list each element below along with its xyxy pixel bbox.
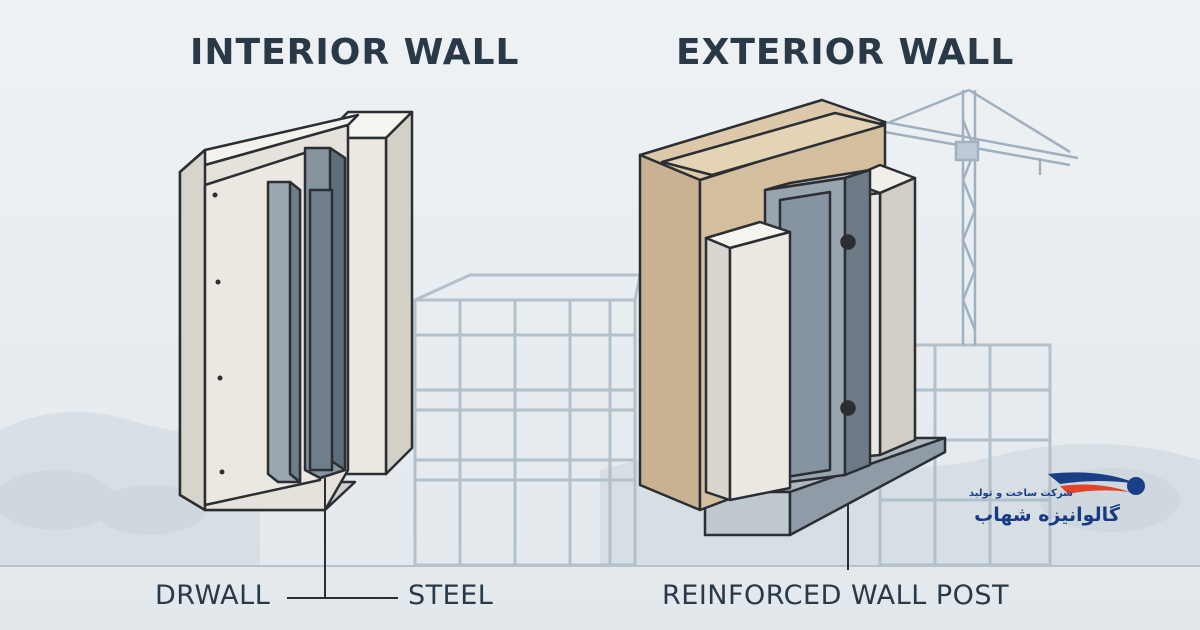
exterior-wall xyxy=(638,98,947,537)
company-logo: شرکت ساخت و تولید گالوانیزه شهاب xyxy=(965,474,1150,538)
leader-lines xyxy=(287,478,849,599)
background-crane xyxy=(884,88,1079,345)
interior-wall-title: INTERIOR WALL xyxy=(190,32,520,73)
background-bushes xyxy=(0,468,1180,535)
logo-swoosh xyxy=(1048,472,1145,495)
logo-subtitle: شرکت ساخت و تولید xyxy=(968,488,1073,499)
drywall-label: DRWALL xyxy=(155,580,271,611)
reinforced-wall-post-label: REINFORCED WALL POST xyxy=(662,580,1009,611)
logo-name: گالوانیزه شهاب xyxy=(974,504,1120,526)
steel-label: STEEL xyxy=(408,580,494,611)
exterior-wall-title: EXTERIOR WALL xyxy=(676,32,1015,73)
interior-wall xyxy=(178,110,414,512)
